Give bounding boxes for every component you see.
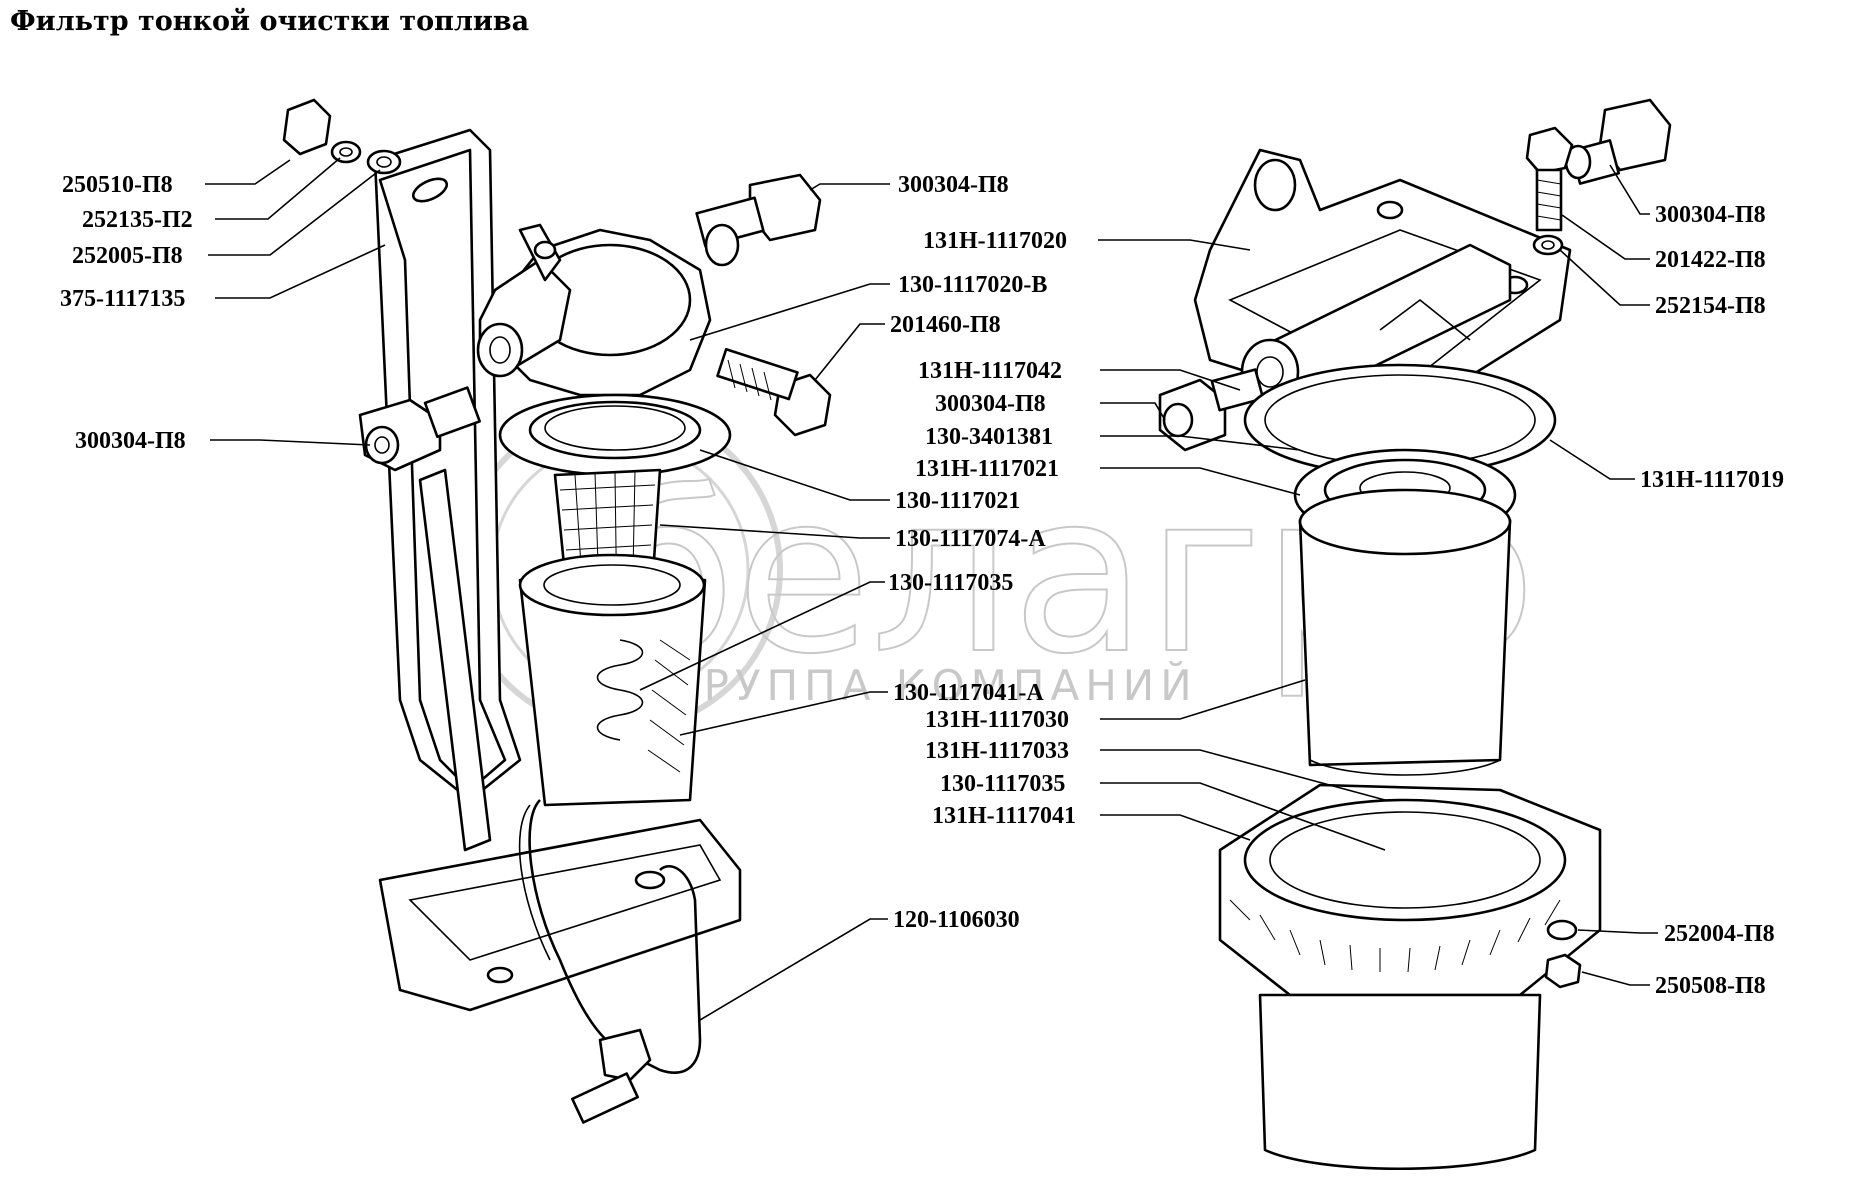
label-131n-1117033: 131Н-1117033 [925,738,1069,764]
page-title: Фильтр тонкой очистки топлива [10,6,530,37]
label-252005-p8: 252005-П8 [72,243,183,269]
label-131n-1117041: 131Н-1117041 [932,803,1076,829]
label-300304-p8-rside: 300304-П8 [935,391,1046,417]
label-252004-p8: 252004-П8 [1664,921,1775,947]
label-300304-p8-left: 300304-П8 [75,428,186,454]
label-201460-p8: 201460-П8 [890,312,1001,338]
label-130-1117021: 130-1117021 [895,488,1020,514]
label-252135-p2: 252135-П2 [82,207,193,233]
left-filter-drawing [282,98,832,1124]
label-131n-1117019: 131Н-1117019 [1640,467,1784,493]
label-130-1117035: 130-1117035 [888,570,1013,596]
label-120-1106030: 120-1106030 [893,907,1020,933]
right-labels: 131Н-1117020 300304-П8 201422-П8 252154-… [915,164,1784,999]
label-131n-1117030: 131Н-1117030 [925,707,1069,733]
label-130-1117020-v: 130-1117020-В [898,272,1047,298]
label-300304-p8-rtop: 300304-П8 [1655,202,1766,228]
label-201422-p8: 201422-П8 [1655,247,1766,273]
label-300304-p8-top: 300304-П8 [898,172,1009,198]
label-130-1117035-r: 130-1117035 [940,771,1065,797]
label-375-1117135: 375-1117135 [60,286,185,312]
label-250508-p8: 250508-П8 [1655,973,1766,999]
watermark-subtitle: ГРУППА КОМПАНИЙ [672,660,1198,710]
label-130-1117074-a: 130-1117074-А [895,526,1046,552]
label-252154-p8: 252154-П8 [1655,293,1766,319]
label-250510-p8: 250510-П8 [62,172,173,198]
left-labels: 250510-П8 252135-П2 252005-П8 375-111713… [60,157,1047,1021]
label-130-3401381: 130-3401381 [925,424,1053,450]
label-131n-1117020: 131Н-1117020 [923,228,1067,254]
label-131n-1117021: 131Н-1117021 [915,456,1059,482]
label-131n-1117042: 131Н-1117042 [918,358,1062,384]
right-filter-drawing [1158,98,1672,1170]
label-130-1117041-a: 130-1117041-А [893,680,1044,706]
